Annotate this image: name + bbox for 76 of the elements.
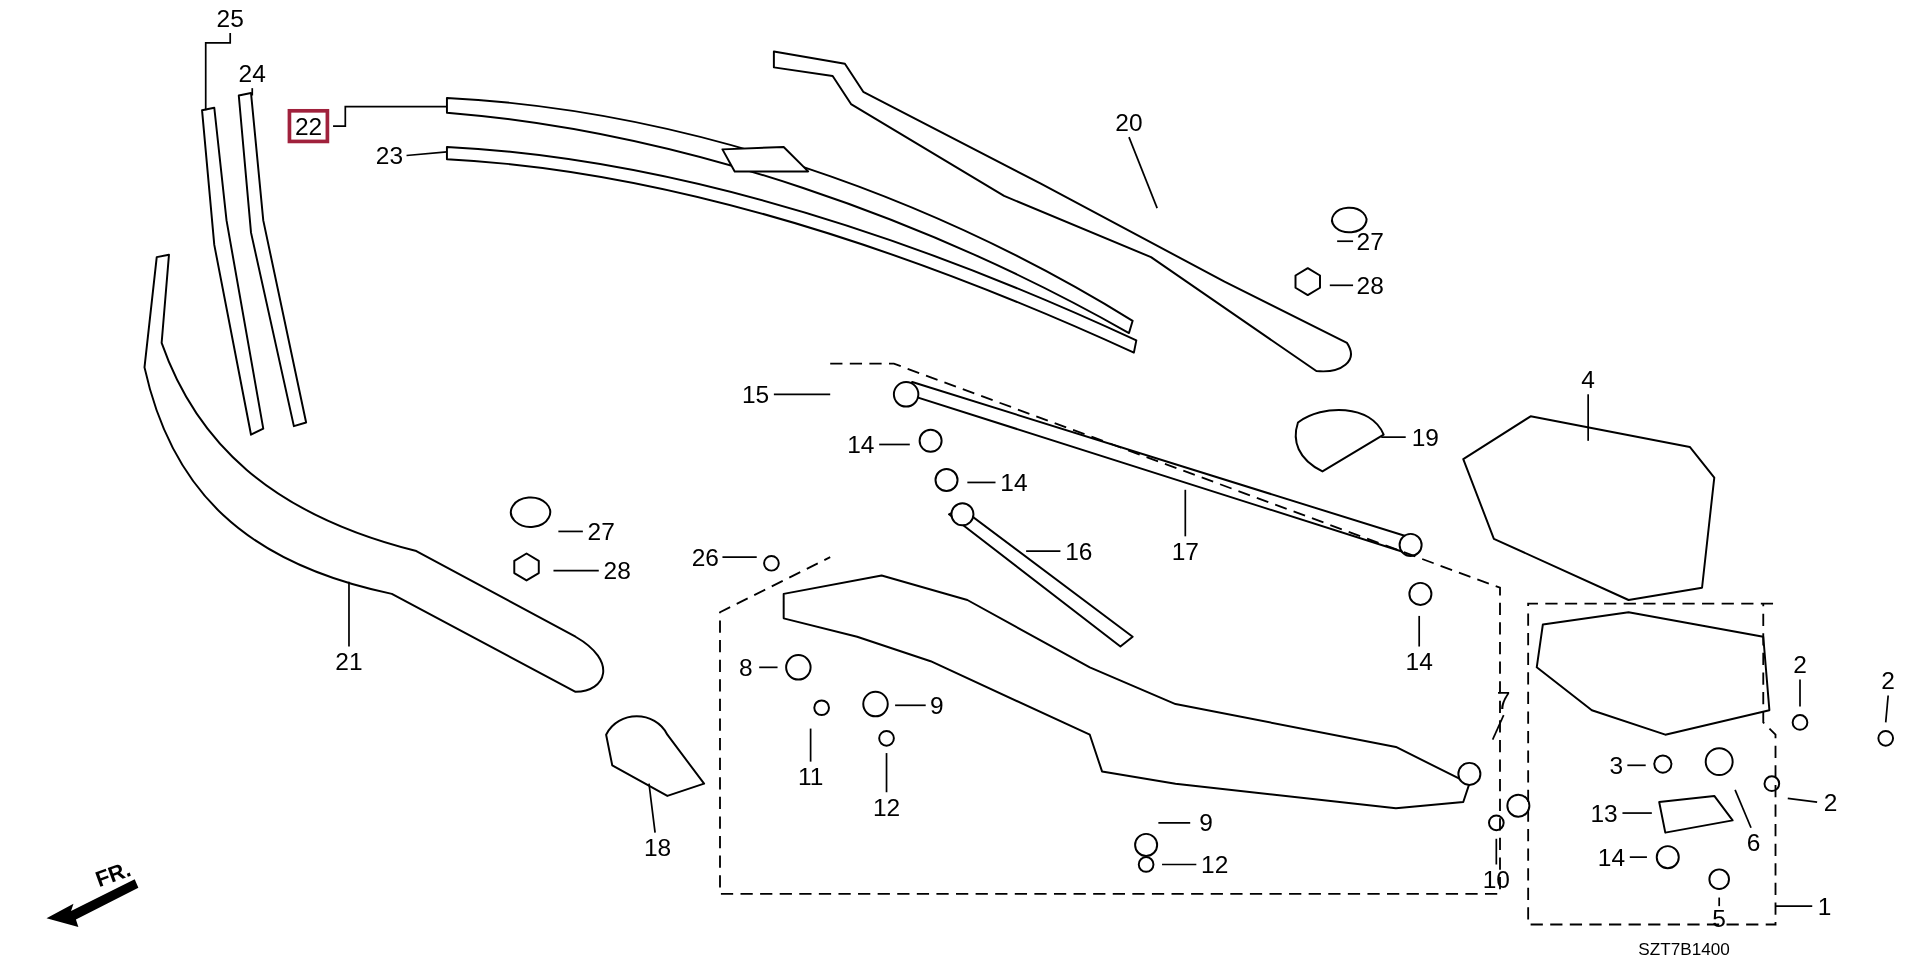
callout-number: 16 xyxy=(1063,537,1094,565)
leader-line xyxy=(557,530,584,533)
callout-number: 21 xyxy=(334,647,364,675)
callout-number: 17 xyxy=(1170,537,1201,565)
callout-number: 20 xyxy=(1114,109,1144,136)
callout-number: 11 xyxy=(796,762,825,790)
leader-line xyxy=(552,569,600,572)
leader-line xyxy=(348,580,350,648)
callout-number: 19 xyxy=(1410,423,1441,451)
callout-number: 28 xyxy=(602,557,632,585)
callout-number: 2 xyxy=(1791,651,1809,679)
callout-number: 3 xyxy=(1608,751,1625,779)
leader-line xyxy=(1418,615,1421,648)
fr-label: FR. xyxy=(92,856,135,894)
callout-number: 15 xyxy=(740,380,771,408)
leader-line xyxy=(1328,284,1354,287)
leader-line xyxy=(1161,863,1198,866)
leader-line xyxy=(809,727,812,763)
part-code: SZT7B1400 xyxy=(1638,939,1730,959)
callout-number: 14 xyxy=(1404,647,1435,675)
leader-line xyxy=(721,556,758,558)
leader-line xyxy=(1336,240,1354,243)
callout-number: 25 xyxy=(215,4,246,32)
leader-line xyxy=(1628,856,1648,858)
leader-line xyxy=(885,752,888,794)
callout-number: 23 xyxy=(374,142,405,169)
leader-line xyxy=(1786,797,1818,803)
leader-line xyxy=(1380,436,1407,438)
callout-number: 26 xyxy=(690,543,721,571)
leader-line xyxy=(251,87,254,97)
leader-line xyxy=(894,704,927,707)
leader-line xyxy=(773,393,832,396)
leader-line xyxy=(1587,393,1589,442)
callout-number: 8 xyxy=(737,653,754,681)
callout-number: 27 xyxy=(1355,227,1386,255)
callout-number: 14 xyxy=(999,469,1029,496)
callout-number: 10 xyxy=(1481,865,1512,893)
leader-line xyxy=(648,782,656,834)
leader-line xyxy=(1128,136,1158,209)
leader-line xyxy=(758,666,779,669)
callout-number: 6 xyxy=(1745,829,1762,856)
leader-line xyxy=(1718,896,1721,907)
callout-number: 5 xyxy=(1711,904,1728,932)
leader-line xyxy=(1184,488,1187,538)
leader-line xyxy=(1799,678,1801,708)
leader-line xyxy=(1734,788,1752,829)
callout-number: 18 xyxy=(642,833,673,861)
callout-number: 22 xyxy=(287,109,330,144)
callout-number: 14 xyxy=(845,431,876,458)
leader-line xyxy=(1884,694,1889,724)
callout-number: 2 xyxy=(1880,667,1897,695)
callout-number: 7 xyxy=(1495,686,1512,714)
callout-number: 2 xyxy=(1822,788,1839,816)
leader-line xyxy=(1626,764,1647,767)
leader-line xyxy=(204,32,232,112)
callout-number: 13 xyxy=(1589,799,1619,827)
callout-number: 12 xyxy=(1199,851,1230,878)
leader-line xyxy=(332,105,448,127)
callout-number: 28 xyxy=(1355,271,1386,299)
leader-line xyxy=(878,443,911,446)
leader-line xyxy=(966,481,997,484)
leader-line xyxy=(1774,905,1814,907)
callout-number: 24 xyxy=(237,60,268,87)
callout-number: 14 xyxy=(1596,843,1627,871)
callout-number: 27 xyxy=(586,517,617,545)
leader-line xyxy=(1157,822,1192,824)
leader-line xyxy=(1495,837,1498,866)
callout-number: 12 xyxy=(871,793,902,821)
leader-line xyxy=(1025,550,1062,552)
callout-number: 1 xyxy=(1816,892,1833,920)
callout-number: 9 xyxy=(928,691,945,719)
leader-line xyxy=(405,151,448,157)
callout-number: 9 xyxy=(1198,809,1215,837)
leader-line xyxy=(1491,714,1505,741)
callout-number: 4 xyxy=(1580,366,1597,394)
leader-line xyxy=(1621,812,1653,814)
